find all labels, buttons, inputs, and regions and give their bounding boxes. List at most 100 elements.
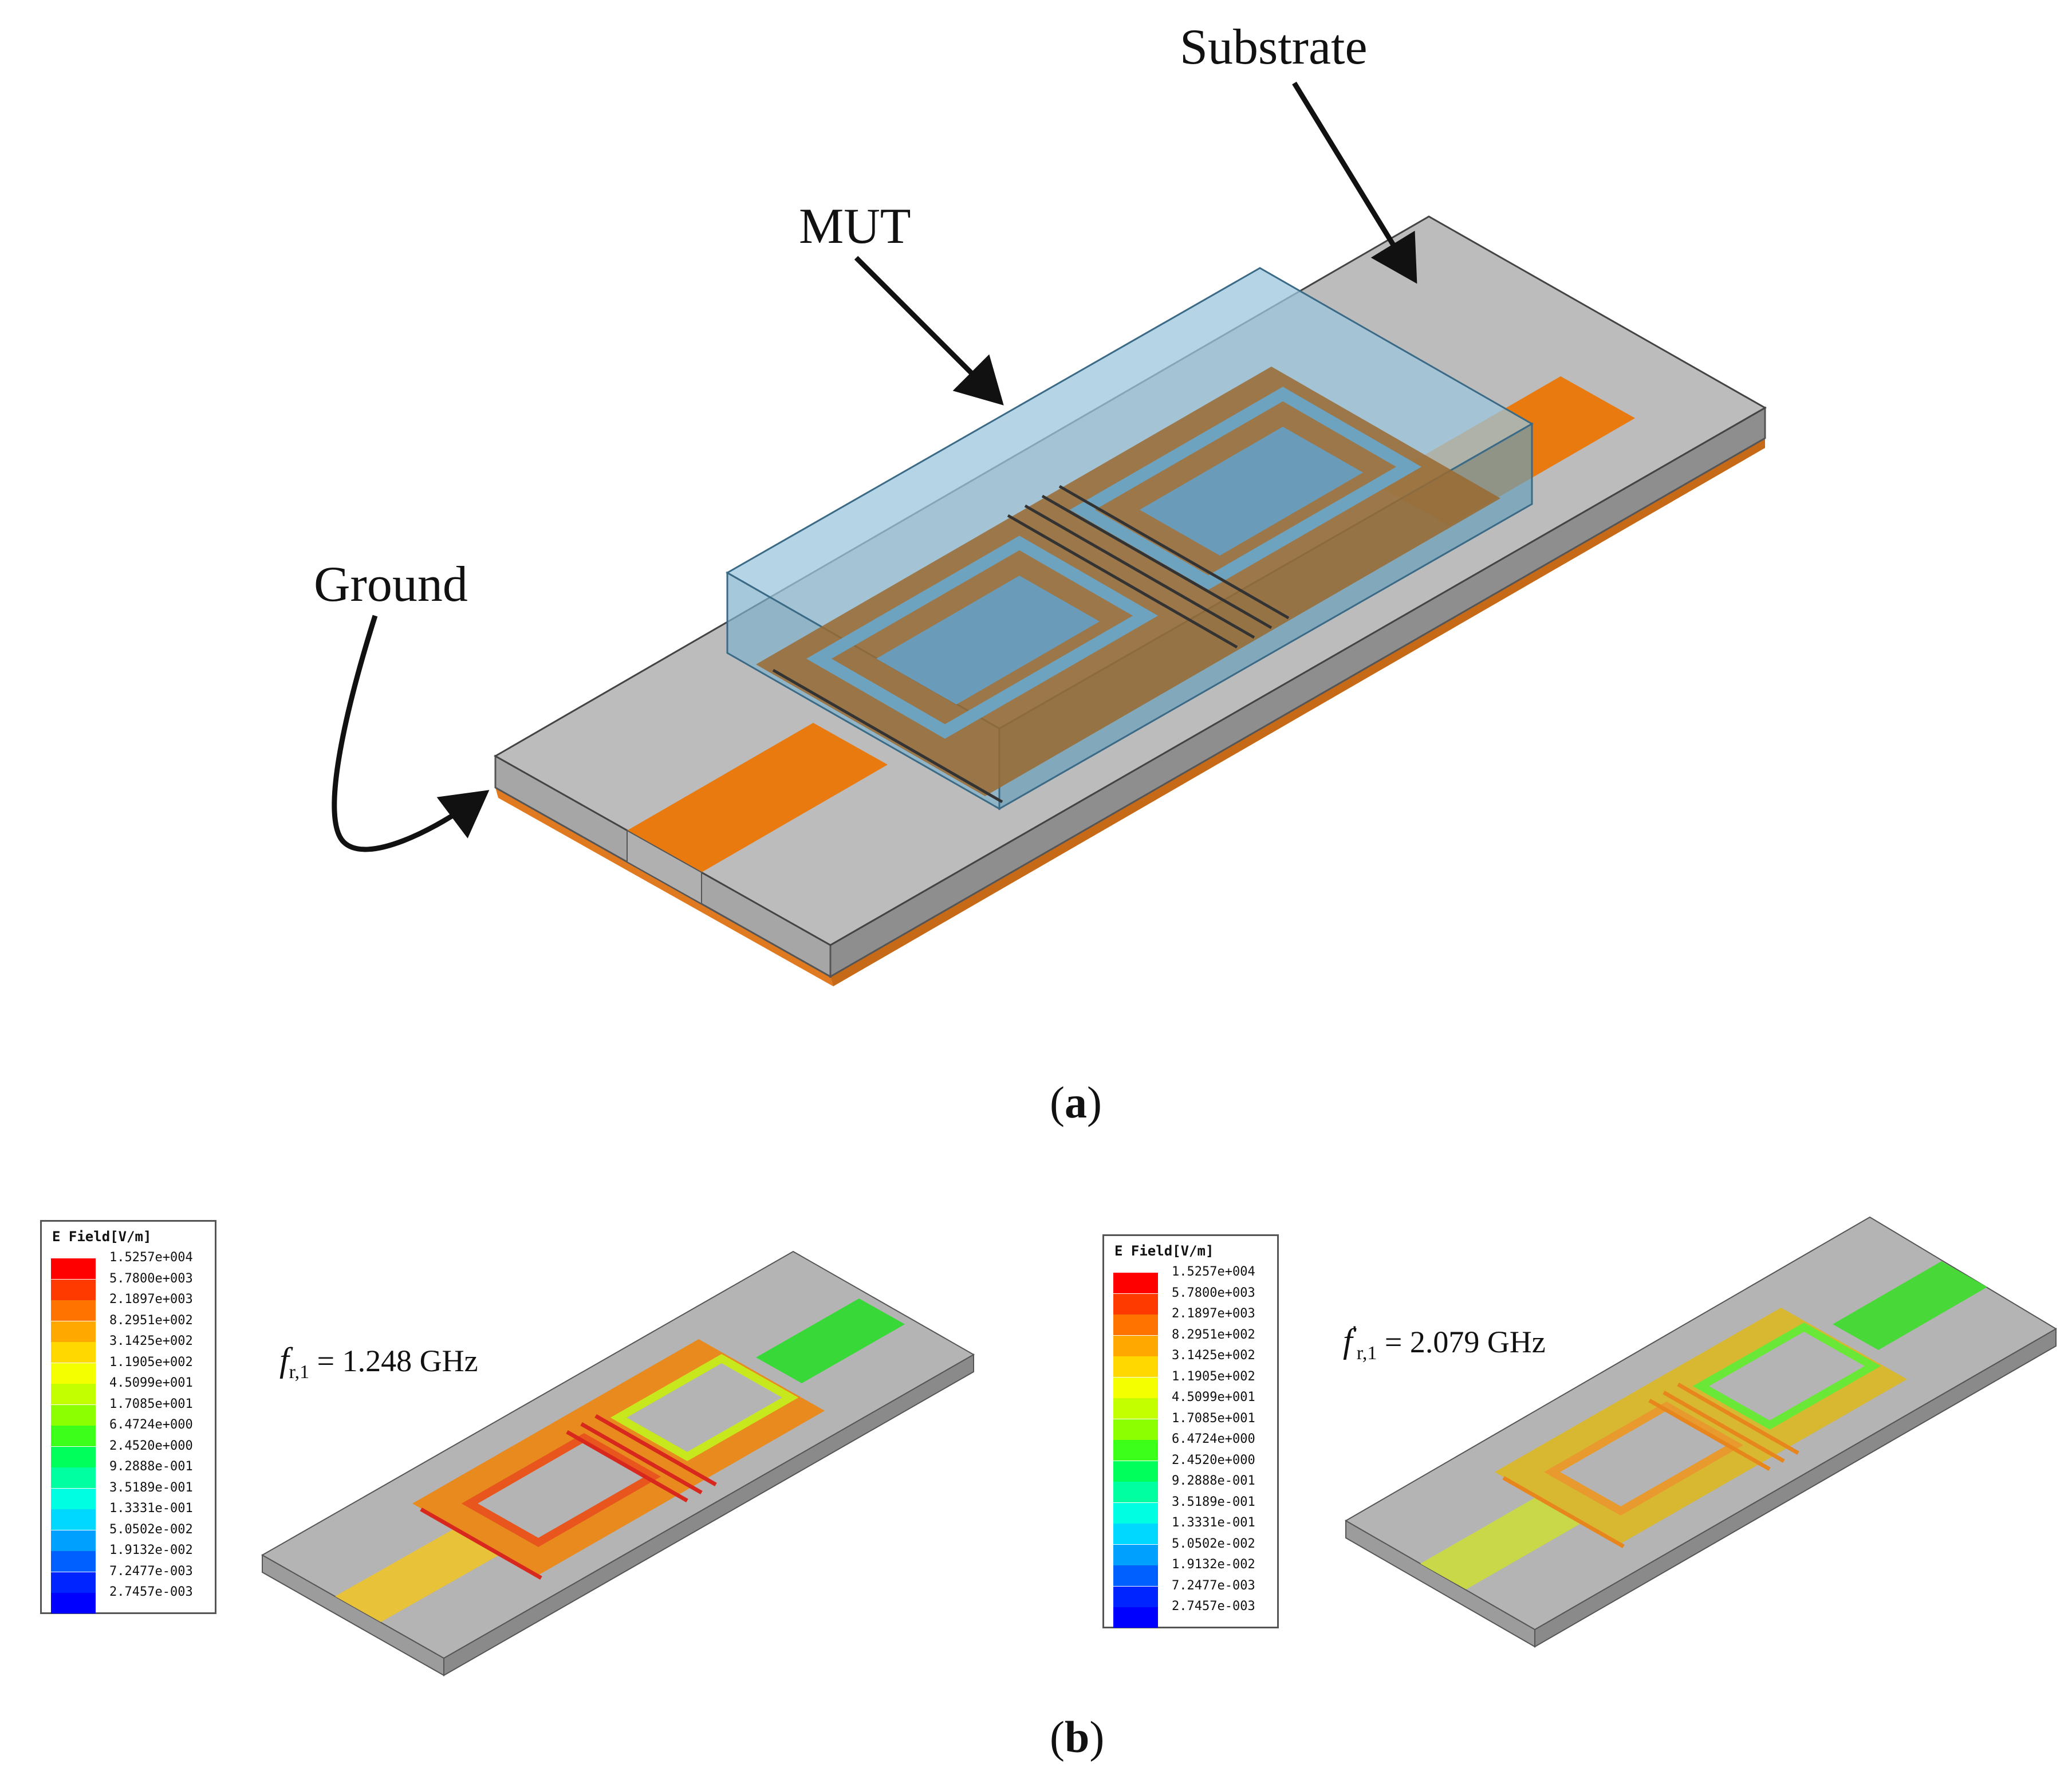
- plot-right-feed-left: [1420, 1498, 1581, 1589]
- legend-value: 4.5099e+001: [1172, 1390, 1255, 1404]
- legend-value: 1.5257e+004: [109, 1250, 193, 1265]
- caption-b-letter: b: [1064, 1712, 1090, 1762]
- legend-value: 4.5099e+001: [109, 1376, 193, 1390]
- resonator-left-ring: [806, 536, 1159, 739]
- legend-swatch: [1113, 1544, 1158, 1565]
- freq-left-sub: r,1: [289, 1361, 310, 1383]
- caption-a-letter: a: [1064, 1077, 1087, 1127]
- substrate-arrow: [1292, 81, 1417, 284]
- plot-left-bars: [420, 1414, 717, 1580]
- caption-a: (a): [1050, 1077, 1102, 1127]
- legend-swatch: [51, 1530, 96, 1551]
- legend-swatch: [51, 1258, 96, 1279]
- field-plot-left: [261, 1250, 975, 1676]
- coupling-gaps: [772, 485, 1290, 804]
- legend-swatch: [1113, 1440, 1158, 1461]
- legend-value: 9.2888e-001: [109, 1459, 193, 1474]
- freq-right-symbol: f: [1343, 1322, 1353, 1360]
- legend-value: 1.7085e+001: [109, 1396, 193, 1411]
- legend-value: 3.5189e-001: [109, 1480, 193, 1495]
- mut-label: MUT: [799, 199, 911, 254]
- legend-swatch: [51, 1404, 96, 1426]
- legend-swatch: [1113, 1502, 1158, 1524]
- legend-swatch: [51, 1279, 96, 1300]
- freq-right-sub: r,1: [1356, 1342, 1377, 1364]
- legend-value: 2.4520e+000: [1172, 1453, 1255, 1467]
- freq-right-value: = 2.079 GHz: [1377, 1325, 1546, 1359]
- legend-value: 5.0502e-002: [109, 1522, 193, 1537]
- legend-value: 3.1425e+002: [109, 1334, 193, 1348]
- legend-swatch: [1113, 1586, 1158, 1607]
- legend-value: 1.7085e+001: [1172, 1411, 1255, 1426]
- legend-value: 2.4520e+000: [109, 1438, 193, 1453]
- legend-swatch: [1113, 1273, 1158, 1293]
- callout-arrows: [332, 81, 1417, 852]
- plot-right-feed-right: [1833, 1261, 1987, 1350]
- legend-swatch: [51, 1509, 96, 1530]
- plot-right-ring-left: [1543, 1401, 1744, 1516]
- plot-right-ring-right: [1692, 1322, 1881, 1430]
- legend-value: 5.0502e-002: [1172, 1536, 1255, 1551]
- legend-swatch: [1113, 1293, 1158, 1315]
- legend-value: 2.1897e+003: [109, 1292, 193, 1306]
- resonator-left-inner: [876, 576, 1100, 705]
- plot-right-bars: [1502, 1382, 1799, 1549]
- legend-swatch: [1113, 1482, 1158, 1502]
- legend-swatch: [51, 1384, 96, 1404]
- legend-value: 1.9132e-002: [109, 1543, 193, 1557]
- legend-swatch: [51, 1593, 96, 1613]
- legend-swatch: [51, 1572, 96, 1593]
- legend-value: 1.3331e-001: [1172, 1516, 1255, 1530]
- legend-value: 8.2951e+002: [109, 1313, 193, 1328]
- legend-value: 3.5189e-001: [1172, 1494, 1255, 1509]
- legend-swatch: [1113, 1315, 1158, 1335]
- caption-b: (b): [1050, 1712, 1105, 1762]
- legend-value: 2.1897e+003: [1172, 1306, 1255, 1321]
- feed-line-left: [627, 723, 888, 872]
- legend-swatch: [51, 1342, 96, 1363]
- field-plot-right: [1345, 1216, 2057, 1648]
- legend-swatch: [1113, 1461, 1158, 1482]
- substrate-label: Substrate: [1180, 19, 1368, 75]
- legend-swatch: [51, 1321, 96, 1342]
- legend-swatch: [1113, 1335, 1158, 1356]
- legend-swatch: [1113, 1398, 1158, 1419]
- ground-label: Ground: [314, 557, 468, 612]
- frequency-left: fr,1 = 1.248 GHz: [279, 1340, 478, 1383]
- legend-swatch: [1113, 1524, 1158, 1544]
- frequency-right: f'r,1 = 2.079 GHz: [1343, 1320, 1546, 1364]
- mut-arrow: [854, 255, 1004, 406]
- legend-swatch: [51, 1467, 96, 1488]
- legend-swatch: [51, 1551, 96, 1572]
- legend-value: 9.2888e-001: [1172, 1474, 1255, 1488]
- legend-value: 1.1905e+002: [1172, 1369, 1255, 1384]
- panel-a-board: [493, 215, 1767, 986]
- legend-swatch: [1113, 1565, 1158, 1586]
- legend-value: 2.7457e-003: [1172, 1599, 1255, 1613]
- legend-value: 3.1425e+002: [1172, 1348, 1255, 1363]
- legend-swatch: [1113, 1419, 1158, 1440]
- freq-left-value: = 1.248 GHz: [309, 1344, 478, 1378]
- legend-value: 1.9132e-002: [1172, 1557, 1255, 1572]
- freq-right-prime: ': [1352, 1321, 1357, 1347]
- freq-left-symbol: f: [279, 1341, 289, 1379]
- legend-value: 1.5257e+004: [1172, 1265, 1255, 1279]
- ground-layer: [495, 788, 833, 986]
- legend-swatch: [51, 1426, 96, 1446]
- legend-swatch: [1113, 1377, 1158, 1398]
- ground-layer-right: [830, 438, 1765, 986]
- plot-left-ring-right: [610, 1353, 799, 1462]
- legend-swatch: [51, 1488, 96, 1509]
- legend-value: 1.1905e+002: [109, 1355, 193, 1369]
- legend-value: 2.7457e-003: [109, 1585, 193, 1599]
- legend-swatch: [51, 1446, 96, 1467]
- legend-left-title: E Field[V/m]: [52, 1229, 152, 1245]
- legend-value: 7.2477e-003: [109, 1564, 193, 1579]
- plot-left-ring-left: [461, 1432, 661, 1548]
- resonator-right-inner: [1140, 427, 1363, 556]
- ground-arrow: [332, 615, 490, 852]
- legend-value: 5.7800e+003: [1172, 1285, 1255, 1300]
